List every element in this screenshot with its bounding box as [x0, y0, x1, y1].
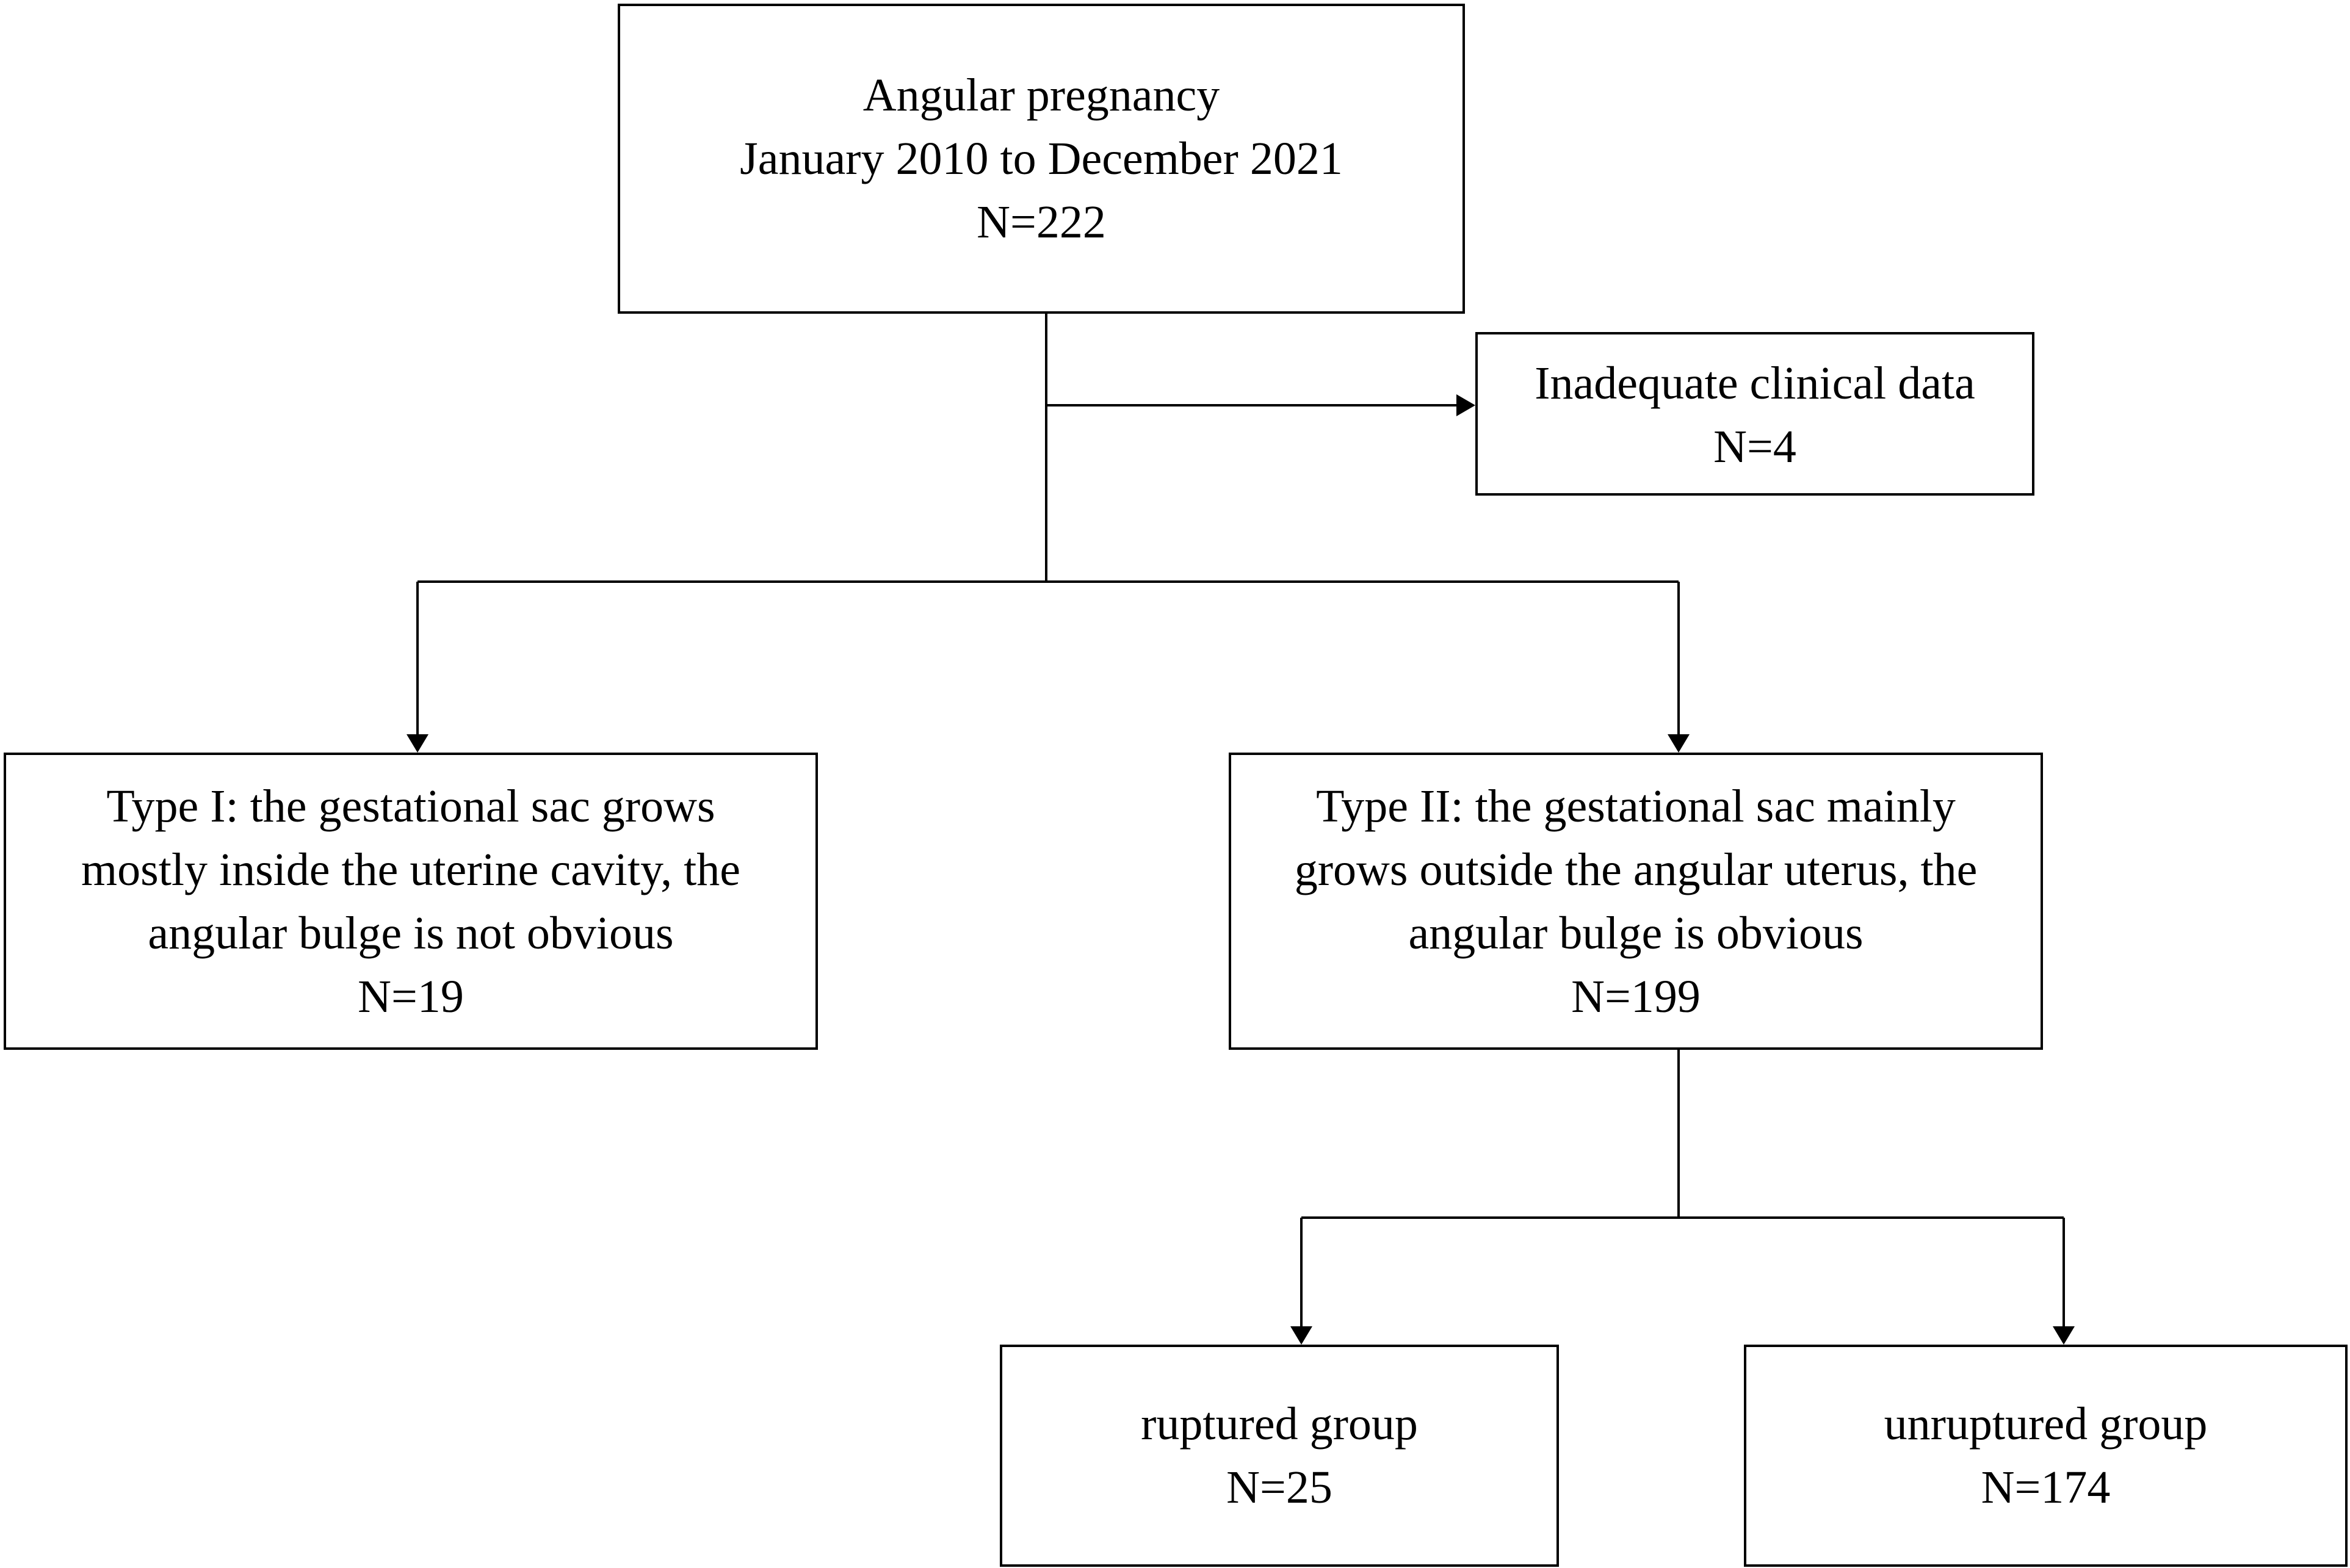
node-excluded-line1: Inadequate clinical data [1535, 358, 1975, 409]
node-ruptured-line1: ruptured group [1141, 1398, 1418, 1450]
node-type1-count: N=19 [358, 970, 464, 1022]
edge-top-to-type-split [407, 580, 1690, 753]
node-inadequate-data: Inadequate clinical data N=4 [1475, 332, 2034, 496]
node-type-i: Type I: the gestational sac grows mostly… [4, 753, 818, 1050]
node-type2-line3: angular bulge is obvious [1408, 907, 1864, 959]
node-type2-count: N=199 [1571, 970, 1701, 1022]
node-unruptured-group: unruptured group N=174 [1744, 1345, 2348, 1567]
node-top-line1: Angular pregnancy [862, 70, 1220, 121]
node-type-ii: Type II: the gestational sac mainly grow… [1229, 753, 2043, 1050]
edge-type2-to-groups [1290, 1050, 2075, 1345]
node-top-line2: January 2010 to December 2021 [740, 133, 1343, 184]
node-ruptured-group: ruptured group N=25 [1000, 1345, 1559, 1567]
node-type1-line2: mostly inside the uterine cavity, the [81, 844, 740, 895]
node-angular-pregnancy: Angular pregnancy January 2010 to Decemb… [618, 4, 1465, 314]
node-type2-line2: grows outside the angular uterus, the [1294, 844, 1978, 895]
node-unruptured-count: N=174 [1981, 1462, 2111, 1513]
node-type1-line1: Type I: the gestational sac grows [106, 780, 715, 832]
node-excluded-count: N=4 [1713, 421, 1796, 472]
node-type2-line1: Type II: the gestational sac mainly [1316, 780, 1956, 832]
node-unruptured-line1: unruptured group [1884, 1398, 2208, 1450]
node-top-count: N=222 [977, 197, 1106, 248]
node-type1-line3: angular bulge is not obvious [148, 907, 674, 959]
node-ruptured-count: N=25 [1226, 1462, 1332, 1513]
edge-top-to-excluded [1045, 314, 1475, 582]
